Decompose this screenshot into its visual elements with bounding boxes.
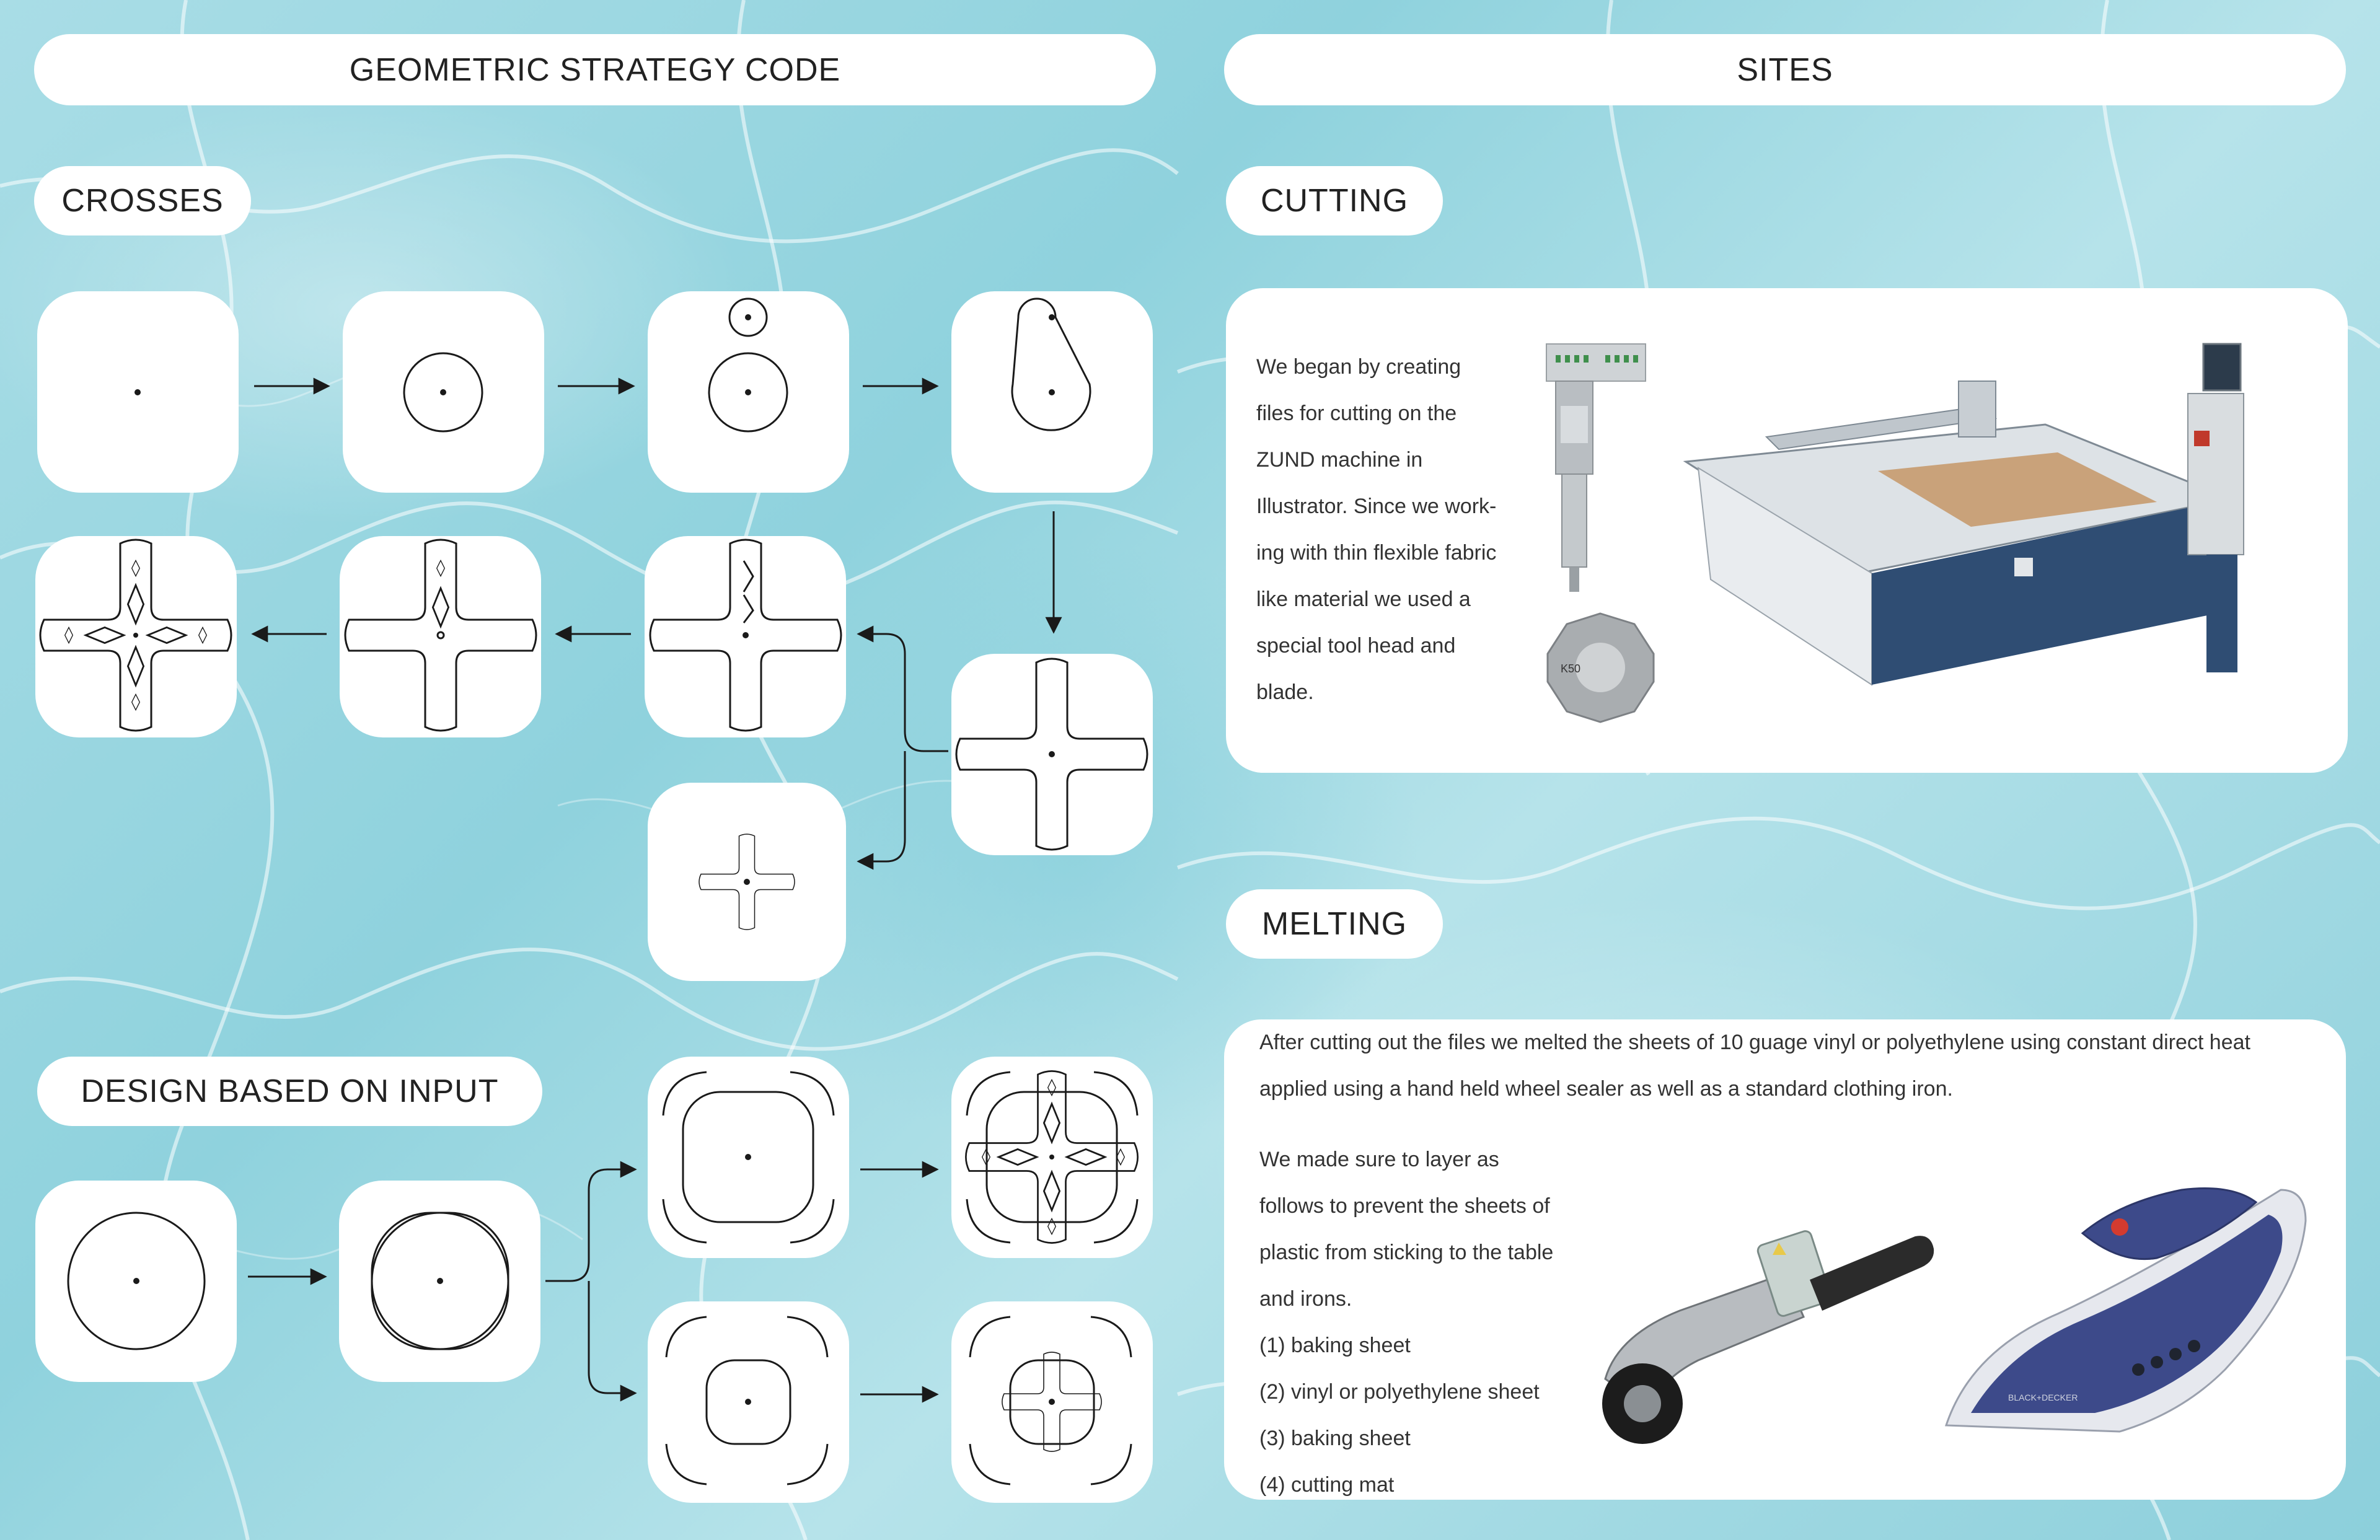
layer-instructions: We made sure to layer as follows to prev… xyxy=(1259,1137,1553,1508)
text-line: (1) baking sheet xyxy=(1259,1334,1411,1357)
design-based-on-input-label: DESIGN BASED ON INPUT xyxy=(37,1057,542,1126)
text-line: We began by creating xyxy=(1256,355,1461,379)
clothing-iron-image: BLACK+DECKER xyxy=(1944,1187,2307,1433)
left-header: GEOMETRIC STRATEGY CODE xyxy=(34,34,1156,105)
cross-small-card xyxy=(648,783,846,981)
cross-step-5-card xyxy=(951,654,1153,855)
text-line: special tool head and xyxy=(1256,634,1456,658)
tool-head-image xyxy=(1546,343,1646,592)
text-line: like material we used a xyxy=(1256,587,1471,611)
cross-step-8-card xyxy=(35,536,237,737)
text-line: plastic from sticking to the table xyxy=(1259,1241,1554,1264)
text-line: (3) baking sheet xyxy=(1259,1427,1411,1450)
text-line: and irons. xyxy=(1259,1287,1352,1311)
iron-brand-text: BLACK+DECKER xyxy=(2008,1393,2078,1402)
cross-step-7-card xyxy=(340,536,541,737)
cross-step-4-card xyxy=(951,291,1153,493)
text-line: applied using a hand held wheel sealer a… xyxy=(1259,1077,1953,1101)
cross-step-2-card xyxy=(343,291,544,493)
input-step-3a-card xyxy=(648,1057,849,1258)
text-line: (2) vinyl or polyethylene sheet xyxy=(1259,1380,1540,1404)
text-line: files for cutting on the xyxy=(1256,402,1457,425)
text-line: Illustrator. Since we work- xyxy=(1256,495,1497,518)
melting-label: MELTING xyxy=(1226,889,1443,959)
text-line: We made sure to layer as xyxy=(1259,1148,1499,1171)
blade-mark: K50 xyxy=(1561,662,1580,675)
input-step-3b-card xyxy=(648,1301,849,1503)
wheel-sealer-image xyxy=(1602,1230,1934,1444)
text-line: ZUND machine in xyxy=(1256,448,1423,472)
text-line: follows to prevent the sheets of xyxy=(1259,1194,1550,1218)
blade-image: K50 xyxy=(1546,612,1655,723)
text-line: blade. xyxy=(1256,680,1314,704)
input-step-2-card xyxy=(339,1181,540,1382)
input-step-4b-card xyxy=(951,1301,1153,1503)
cross-step-3-card xyxy=(648,291,849,493)
zund-cutter-image xyxy=(1683,343,2244,686)
text-line: After cutting out the files we melted th… xyxy=(1259,1031,2250,1054)
text-line: (4) cutting mat xyxy=(1259,1473,1395,1497)
input-step-1-card xyxy=(35,1181,237,1382)
right-header: SITES xyxy=(1224,34,2346,105)
crosses-label: CROSSES xyxy=(34,166,251,235)
melting-intro: After cutting out the files we melted th… xyxy=(1259,1019,2250,1112)
cutting-paragraph: We began by creating files for cutting o… xyxy=(1256,344,1496,716)
cross-step-6-card xyxy=(645,536,846,737)
text-line: ing with thin flexible fabric xyxy=(1256,541,1497,565)
cutting-label: CUTTING xyxy=(1226,166,1443,235)
input-step-4a-card xyxy=(951,1057,1153,1258)
cross-step-1-card xyxy=(37,291,239,493)
